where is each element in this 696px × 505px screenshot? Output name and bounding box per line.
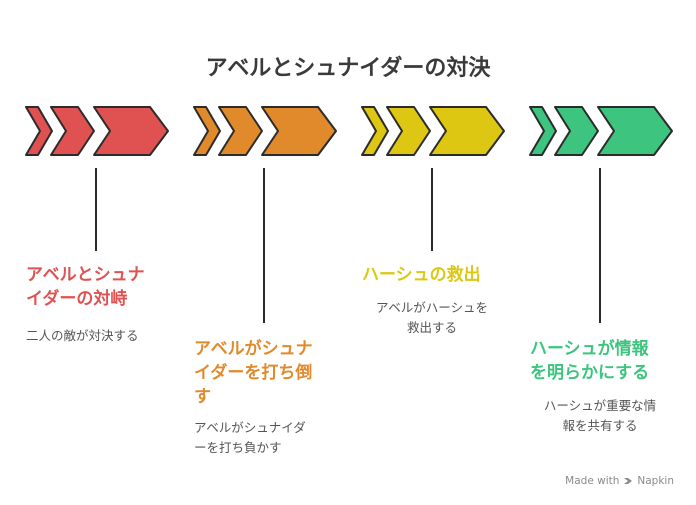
chevron-4a [529, 106, 557, 156]
footer-brand: Napkin [637, 475, 674, 487]
napkin-logo-icon [624, 478, 633, 484]
step-1-description: 二人の敵が対決する [26, 328, 139, 343]
chevron-1b [50, 106, 95, 156]
chevron-3a [361, 106, 389, 156]
step-2-description: アベルがシュナイダ ーを打ち負かす [194, 420, 306, 455]
chevron-group-2 [193, 106, 337, 156]
step-1-title: アベルとシュナ イダーの対峙 [26, 265, 145, 309]
step-3-title: ハーシュの救出 [362, 265, 481, 285]
step-3-description: アベルがハーシュを 救出する [375, 300, 488, 335]
chevron-group-4 [529, 106, 673, 156]
step-4-title: ハーシュが情報 を明らかにする [530, 339, 650, 383]
footer-label: Made with [565, 475, 620, 487]
chevron-3b [386, 106, 431, 156]
chevron-3c [429, 106, 505, 156]
step-4-description: ハーシュが重要な情 報を共有する [543, 398, 657, 433]
chevron-4c [597, 106, 673, 156]
chevron-2a [193, 106, 221, 156]
step-2-title: アベルがシュナ イダーを打ち倒 す [194, 339, 313, 407]
chevron-group-3 [361, 106, 505, 156]
chevron-1c [93, 106, 169, 156]
chevron-2b [218, 106, 263, 156]
chevron-4b [554, 106, 599, 156]
diagram-title: アベルとシュナイダーの対決 [205, 56, 491, 81]
napkin-watermark: Made with Napkin [565, 475, 674, 487]
chevron-1a [25, 106, 53, 156]
chevron-2c [261, 106, 337, 156]
chevron-group-1 [25, 106, 169, 156]
